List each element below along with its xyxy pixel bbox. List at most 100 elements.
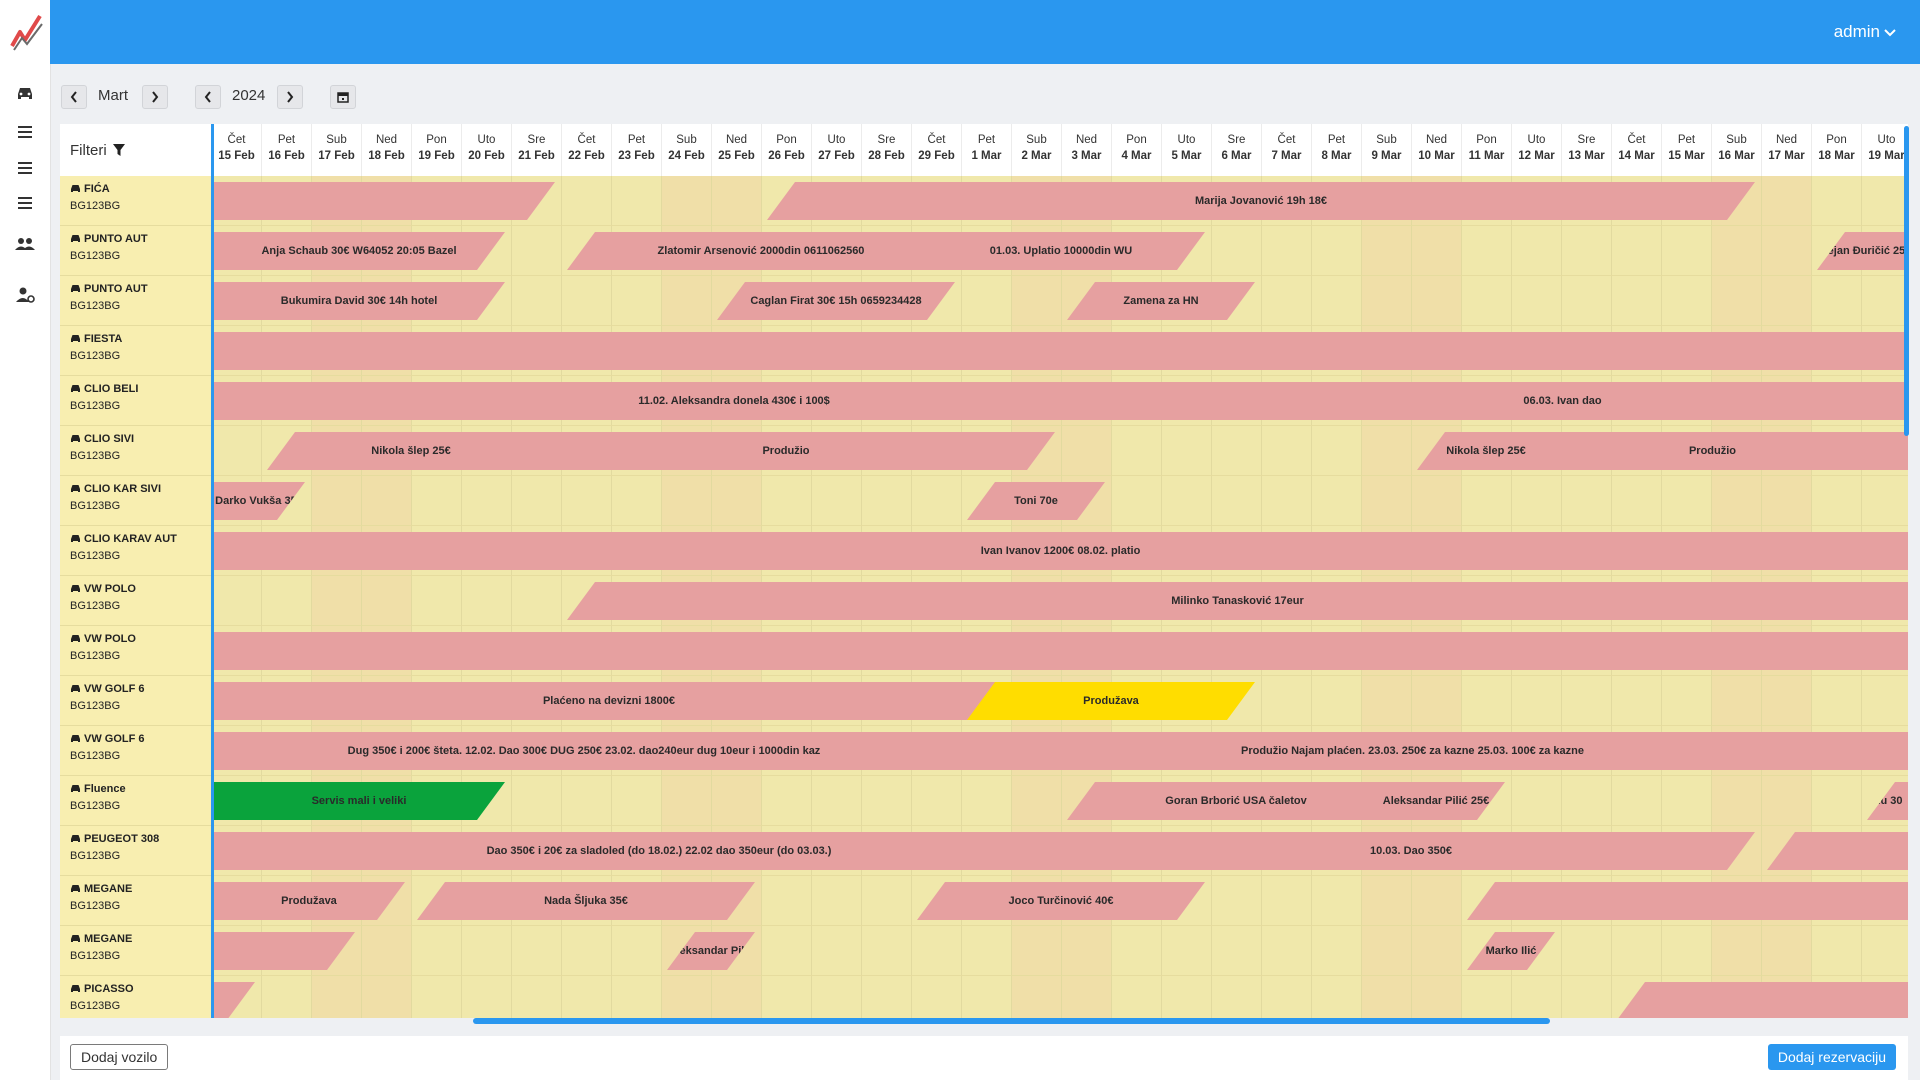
reservation-bar[interactable] (213, 332, 1305, 370)
service-bar[interactable]: Servis mali i veliki (213, 782, 505, 820)
day-of-week: Čet (1627, 134, 1646, 146)
reservation-bar[interactable]: Plaćeno na devizni 1800€ (213, 682, 1005, 720)
reservation-bar[interactable] (1767, 832, 1908, 870)
reservation-bar[interactable]: Marija Jovanović 19h 18€ (767, 182, 1755, 220)
car-icon (71, 585, 80, 592)
day-of-week: Sub (676, 134, 697, 146)
car-icon (71, 385, 80, 392)
reservation-bar[interactable]: Zlatomir Arsenović 2000din 0611062560 (567, 232, 955, 270)
next-month-button[interactable] (142, 85, 168, 109)
reservation-bar[interactable] (1617, 982, 1908, 1018)
day-of-week: Pon (776, 134, 797, 146)
reservation-bar[interactable]: Dug 350€ i 200€ šteta. 12.02. Dao 300€ D… (213, 732, 955, 770)
reservation-bar[interactable]: Caglan Firat 30€ 15h 0659234428 (717, 282, 955, 320)
user-settings-icon[interactable] (14, 285, 36, 305)
vertical-scrollbar[interactable] (1904, 126, 1909, 436)
day-column[interactable] (261, 176, 311, 1018)
reservation-bar[interactable]: Goran Brborić USA čaletov (1067, 782, 1405, 820)
reservation-bar[interactable]: Dao 350€ i 20€ za sladoled (do 18.02.) 2… (213, 832, 1105, 870)
calendar-button[interactable] (330, 85, 356, 109)
reservation-bar[interactable]: 01.03. Uplatio 10000din WU (917, 232, 1205, 270)
day-date: 27 Feb (818, 150, 855, 162)
reservation-bar[interactable]: Milinko Tanasković 17eur (567, 582, 1908, 620)
vehicle-name: CLIO BELI (84, 383, 139, 395)
day-column[interactable] (511, 176, 561, 1018)
reservation-bar[interactable]: Zamena za HN (1067, 282, 1255, 320)
day-date: 5 Mar (1171, 150, 1202, 162)
reservation-bar[interactable]: Nikola šlep 25€ (267, 432, 555, 470)
list-icon[interactable] (14, 193, 36, 213)
day-of-week: Ned (725, 134, 748, 146)
reservation-bar[interactable] (1267, 332, 1908, 370)
reservation-bar[interactable] (1467, 882, 1908, 920)
filter-toggle[interactable]: Filteri (60, 124, 213, 176)
vehicle-name: VW GOLF 6 (84, 683, 145, 695)
prev-month-button[interactable] (61, 85, 87, 109)
footer: Dodaj vozilo Dodaj rezervaciju (60, 1036, 1908, 1080)
reservation-bar[interactable]: Anja Schaub 30€ W64052 20:05 Bazel (213, 232, 505, 270)
day-date: 17 Feb (318, 150, 355, 162)
vehicle-plate: BG123BG (70, 350, 121, 362)
reservation-bar[interactable]: Produžio (517, 432, 1055, 470)
add-vehicle-button[interactable]: Dodaj vozilo (70, 1044, 169, 1070)
logo-icon[interactable] (10, 12, 44, 52)
reservation-bar[interactable]: Produžava (213, 882, 405, 920)
vehicle-plate: BG123BG (70, 750, 121, 762)
vehicle-plate: BG123BG (70, 950, 121, 962)
reservation-bar[interactable] (213, 932, 355, 970)
car-icon[interactable] (14, 82, 36, 102)
row-divider (213, 875, 1908, 876)
reservation-bar[interactable]: Ivan Ivanov 1200€ 08.02. platio (213, 532, 1908, 570)
list-icon[interactable] (14, 122, 36, 142)
prev-year-button[interactable] (195, 85, 221, 109)
reservation-bar[interactable] (367, 182, 555, 220)
reservation-bar[interactable]: 11.02. Aleksandra donela 430€ i 100$ (213, 382, 1255, 420)
day-column[interactable] (411, 176, 461, 1018)
list-icon[interactable] (14, 158, 36, 178)
row-divider (213, 725, 1908, 726)
day-of-week: Sre (877, 134, 896, 146)
reservation-bar[interactable] (967, 632, 1908, 670)
reservation-bar[interactable]: Produžio (1517, 432, 1908, 470)
next-year-button[interactable] (277, 85, 303, 109)
reservation-bar[interactable]: Nada Šljuka 35€ (417, 882, 755, 920)
day-column[interactable] (561, 176, 611, 1018)
users-icon[interactable] (14, 234, 36, 254)
row-divider (213, 475, 1908, 476)
reservation-bar[interactable]: 10.03. Dao 350€ (1067, 832, 1755, 870)
extension-bar[interactable]: Produžava (967, 682, 1255, 720)
reservation-bar[interactable]: Dejan Đuričić 25 (1817, 232, 1908, 270)
reservation-bar[interactable]: Bukumira David 30€ 14h hotel (213, 282, 505, 320)
reservation-bar[interactable]: 06.03. Ivan dao (1217, 382, 1908, 420)
add-reservation-button[interactable]: Dodaj rezervaciju (1767, 1044, 1896, 1070)
reservation-bar[interactable] (213, 632, 1005, 670)
horizontal-scrollbar[interactable] (473, 1018, 1550, 1024)
vehicle-name: CLIO KARAV AUT (84, 533, 177, 545)
row-divider (213, 675, 1908, 676)
day-column[interactable] (461, 176, 511, 1018)
today-marker (211, 124, 214, 1018)
user-menu[interactable]: admin (1834, 22, 1896, 42)
reservation-bar[interactable]: Produžio Najam plaćen. 23.03. 250€ za ka… (917, 732, 1908, 770)
reservation-bar[interactable]: Joco Turčinović 40€ (917, 882, 1205, 920)
